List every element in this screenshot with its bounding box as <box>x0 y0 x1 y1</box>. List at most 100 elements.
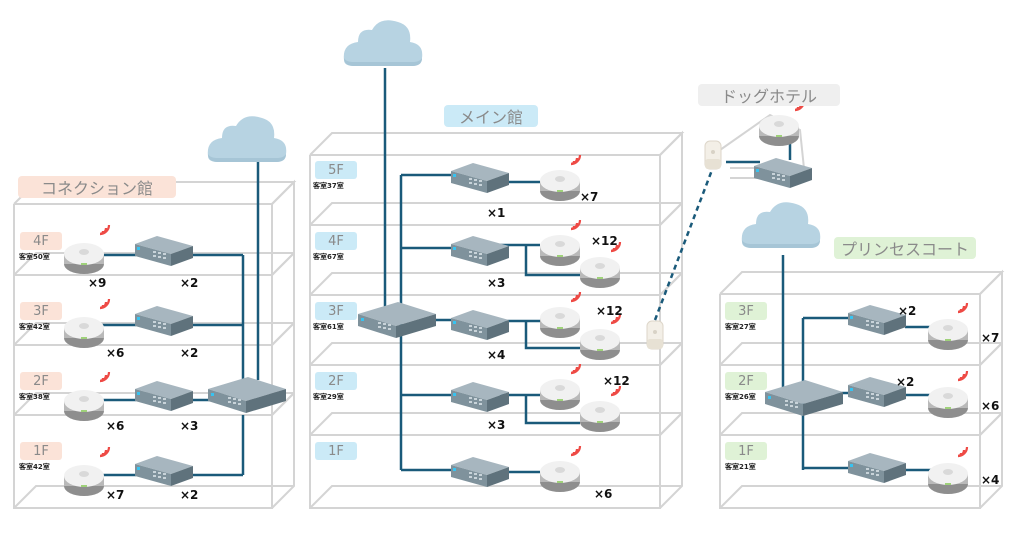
switch-icon <box>135 306 193 336</box>
floor-slab <box>13 252 294 276</box>
switch-count: ×3 <box>180 419 199 433</box>
ap-count: ×7 <box>981 331 1000 345</box>
wifi-signal-icon <box>98 370 111 383</box>
switch-icon <box>451 310 509 340</box>
floor-slab <box>719 412 1002 436</box>
floor-tag: 4F <box>20 232 62 250</box>
floor-tag: 3F <box>315 302 357 320</box>
wifi-signal-icon <box>98 223 111 236</box>
building-title-connection: コネクション館 <box>18 176 176 198</box>
floor-side <box>979 410 1003 509</box>
access-point-icon <box>928 319 968 350</box>
floor-slab <box>309 412 682 436</box>
access-point-icon <box>64 465 104 496</box>
outdoor-access-point-icon <box>704 140 722 170</box>
floor-side <box>659 410 683 509</box>
ap-count: ×6 <box>106 346 125 360</box>
floor-tag: 3F <box>20 302 62 320</box>
ap-count: ×6 <box>594 487 613 501</box>
core-switch-icon <box>765 380 843 416</box>
floor-tag: 4F <box>315 232 357 250</box>
wifi-signal-icon <box>956 445 969 458</box>
switch-icon <box>848 453 906 483</box>
floor-slab <box>309 485 682 509</box>
room-count: 客室67室 <box>313 253 344 261</box>
room-count: 客室42室 <box>19 323 50 331</box>
floor-slab <box>309 272 682 296</box>
floor-tag: 2F <box>20 372 62 390</box>
building-roof <box>309 132 685 156</box>
room-count: 客室37室 <box>313 182 344 190</box>
ap-count: ×12 <box>591 234 618 248</box>
switch-icon <box>451 163 509 193</box>
wifi-signal-icon <box>569 290 582 303</box>
switch-icon <box>451 236 509 266</box>
floor-tag: 2F <box>315 372 357 390</box>
floor-side <box>979 269 1003 366</box>
network-cable <box>524 395 580 425</box>
room-count: 客室21室 <box>725 463 756 471</box>
network-cable <box>524 245 580 277</box>
floor-tag: 1F <box>315 442 357 460</box>
floor-side <box>659 340 683 436</box>
ap-count: ×9 <box>88 276 107 290</box>
floor-tag: 1F <box>725 442 767 460</box>
wifi-signal-icon <box>956 369 969 382</box>
building-title-dog-hotel: ドッグホテル <box>698 84 840 106</box>
switch-count: ×2 <box>180 346 199 360</box>
floor-tag: 5F <box>315 161 357 179</box>
room-count: 客室29室 <box>313 393 344 401</box>
ap-count: ×12 <box>603 374 630 388</box>
floor-tag: 3F <box>725 302 767 320</box>
switch-icon <box>135 381 193 411</box>
floor-side <box>271 250 295 346</box>
cloud-icon <box>207 116 287 162</box>
floor-slab <box>13 322 294 346</box>
room-count: 客室26室 <box>725 393 756 401</box>
switch-count: ×2 <box>180 488 199 502</box>
access-point-icon <box>540 379 580 410</box>
wifi-signal-icon <box>569 444 582 457</box>
floor-side <box>659 200 683 296</box>
switch-icon <box>135 236 193 266</box>
ap-count: ×4 <box>981 473 1000 487</box>
floor-slab <box>13 485 294 509</box>
switch-count: ×4 <box>487 348 506 362</box>
cloud-icon <box>343 20 423 66</box>
access-point-icon <box>540 461 580 492</box>
switch-icon <box>135 456 193 486</box>
wifi-signal-icon <box>98 445 111 458</box>
access-point-icon <box>928 463 968 494</box>
access-point-icon <box>928 387 968 418</box>
building-roof <box>719 271 1005 295</box>
access-point-icon <box>580 329 620 360</box>
wireless-bridge-link <box>653 169 714 321</box>
network-cable <box>524 321 580 350</box>
floor-side <box>979 340 1003 436</box>
ap-count: ×6 <box>106 419 125 433</box>
ap-count: ×6 <box>981 399 1000 413</box>
ap-count: ×7 <box>580 190 599 204</box>
switch-count: ×2 <box>180 276 199 290</box>
switch-count: ×3 <box>487 418 506 432</box>
wifi-signal-icon <box>956 301 969 314</box>
cloud-icon <box>741 202 821 248</box>
floor-side <box>271 390 295 509</box>
floor-slab <box>309 202 682 226</box>
room-count: 客室61室 <box>313 323 344 331</box>
room-count: 客室42室 <box>19 463 50 471</box>
access-point-icon <box>64 317 104 348</box>
access-point-icon <box>540 235 580 266</box>
floor-side <box>659 130 683 226</box>
building-title-princess: プリンセスコート <box>834 237 976 259</box>
core-switch-icon <box>208 377 286 413</box>
switch-count: ×1 <box>487 206 506 220</box>
ap-count: ×7 <box>106 488 125 502</box>
floor-tag: 1F <box>20 442 62 460</box>
access-point-icon <box>759 115 799 146</box>
access-point-icon <box>64 390 104 421</box>
room-count: 客室27室 <box>725 323 756 331</box>
access-point-icon <box>64 243 104 274</box>
access-point-icon <box>540 170 580 201</box>
building-title-main: メイン館 <box>444 105 538 127</box>
